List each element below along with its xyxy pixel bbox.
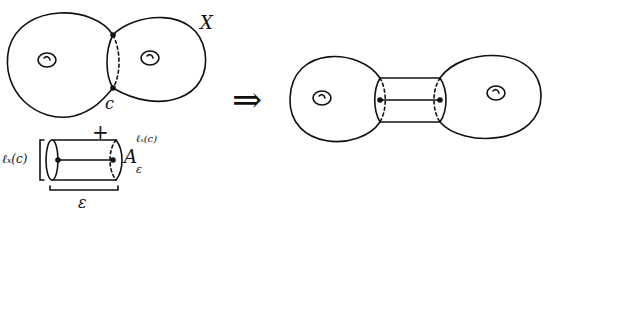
curve-name: c <box>105 96 114 112</box>
hole <box>487 86 505 100</box>
length-label: ε <box>78 195 87 211</box>
hole-mark <box>147 55 153 58</box>
right-handle <box>440 55 541 138</box>
plus-sign: + <box>92 122 109 142</box>
curve-c-back <box>113 35 119 88</box>
curve-c <box>107 35 113 88</box>
right-handle <box>113 18 206 102</box>
hole <box>313 91 331 105</box>
length-bracket <box>40 140 44 180</box>
cylinder-midline <box>58 159 113 161</box>
cylinder-name: A <box>124 148 137 166</box>
circumference-label: ℓₓ(c) <box>2 153 27 165</box>
cylinder-end-back <box>110 140 116 180</box>
cylinder-subscript: ε <box>136 164 142 175</box>
left-handle <box>290 57 380 142</box>
hole-mark <box>319 95 325 98</box>
point <box>111 158 115 162</box>
implies-arrow: ⇒ <box>232 82 262 118</box>
cylinder-side <box>52 140 116 180</box>
cylinder-midline <box>380 99 440 101</box>
hole-mark <box>493 90 499 93</box>
width-bracket <box>50 186 118 190</box>
surface-name: X <box>200 14 213 32</box>
hole-mark <box>44 57 50 60</box>
cylinder-end-front <box>116 140 122 180</box>
point <box>111 86 115 90</box>
cylinder-superscript: ℓₓ(c) <box>136 134 157 144</box>
left-handle <box>7 13 113 117</box>
point <box>438 98 442 102</box>
point <box>56 158 60 162</box>
hole <box>38 53 56 67</box>
point <box>378 98 382 102</box>
cylinder-side <box>380 78 440 122</box>
point <box>111 33 115 37</box>
hole <box>141 51 159 65</box>
